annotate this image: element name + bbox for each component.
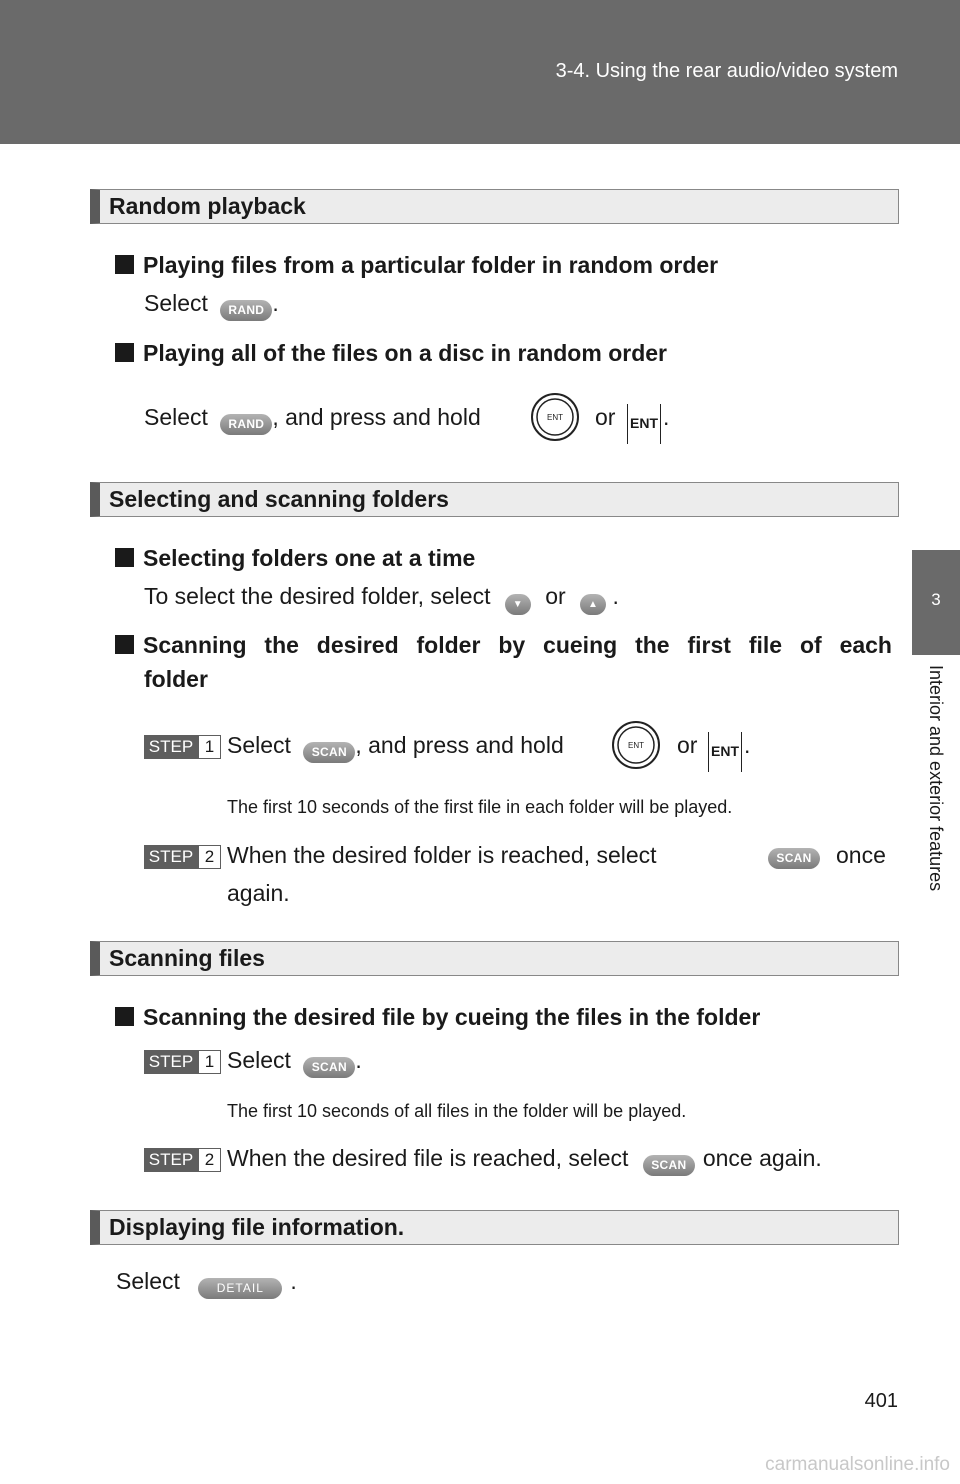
- ent-knob-icon[interactable]: ENT: [530, 392, 580, 442]
- bullet-square-icon: [115, 343, 134, 362]
- scan-button[interactable]: SCAN: [642, 1155, 695, 1176]
- watermark: carmanualsonline.info: [765, 1454, 950, 1475]
- section-title-file-info: Displaying file information.: [90, 1210, 899, 1245]
- subheading-random-disc: Playing all of the files on a disc in ra…: [115, 340, 667, 367]
- section-title-scanning-files: Scanning files: [90, 941, 899, 976]
- or-text: or: [677, 732, 698, 758]
- scan-folder-step1-note: The first 10 seconds of the first file i…: [227, 797, 733, 817]
- header-band: [0, 0, 960, 144]
- folder-down-button[interactable]: ▼: [504, 594, 531, 615]
- scan-files-step1-note: The first 10 seconds of all files in the…: [227, 1101, 687, 1121]
- rand-button[interactable]: RAND: [220, 300, 273, 321]
- select-folder-instruction: To select the desired folder, select ▼ o…: [144, 583, 619, 615]
- random-folder-instruction: Select RAND.: [144, 290, 279, 321]
- page-number: 401: [864, 1390, 898, 1412]
- detail-button[interactable]: DETAIL: [198, 1278, 283, 1299]
- or-text: or: [595, 404, 616, 430]
- scan-folder-step1-text: Select SCAN, and press and hold: [227, 732, 564, 763]
- chapter-tab: 3: [912, 550, 960, 655]
- subheading-scan-folder: Scanning the desired folder by cueing th…: [115, 632, 892, 659]
- rand-button[interactable]: RAND: [220, 414, 273, 435]
- file-info-instruction: Select DETAIL.: [116, 1268, 297, 1299]
- random-disc-instruction: Select RAND, and press and hold: [144, 404, 481, 435]
- scan-button[interactable]: SCAN: [303, 742, 356, 763]
- scan-files-step1-text: Select SCAN.: [227, 1047, 362, 1078]
- subheading-scan-files: Scanning the desired file by cueing the …: [115, 1004, 760, 1031]
- scan-files-step2-text: When the desired file is reached, select…: [227, 1145, 822, 1176]
- bullet-square-icon: [115, 1007, 134, 1026]
- scan-button[interactable]: SCAN: [303, 1057, 356, 1078]
- bullet-square-icon: [115, 255, 134, 274]
- ent-key-icon[interactable]: ENT: [627, 404, 661, 444]
- bullet-square-icon: [115, 635, 134, 654]
- bullet-square-icon: [115, 548, 134, 567]
- step-1-badge: STEP 1: [144, 735, 221, 759]
- ent-key-icon[interactable]: ENT: [708, 732, 742, 772]
- section-title-random-playback: Random playback: [90, 189, 899, 224]
- scan-folder-step2-text: When the desired folder is reached, sele…: [227, 842, 657, 868]
- chapter-number: 3: [931, 590, 941, 609]
- chapter-label-wrap: Interior and exterior features: [924, 665, 946, 945]
- chapter-label: Interior and exterior features: [926, 665, 946, 892]
- svg-text:ENT: ENT: [547, 413, 563, 422]
- step-2-badge: STEP 2: [144, 845, 221, 869]
- subheading-select-folder: Selecting folders one at a time: [115, 545, 475, 572]
- scan-button[interactable]: SCAN: [768, 848, 820, 869]
- step-2-badge: STEP 2: [144, 1148, 221, 1172]
- subheading-random-folder: Playing files from a particular folder i…: [115, 252, 718, 279]
- subheading-scan-folder-cont: folder: [144, 666, 208, 692]
- step-1-badge: STEP 1: [144, 1050, 221, 1074]
- ent-knob-icon[interactable]: ENT: [611, 720, 661, 770]
- section-title-folders: Selecting and scanning folders: [90, 482, 899, 517]
- svg-text:ENT: ENT: [628, 741, 644, 750]
- folder-up-button[interactable]: ▲: [580, 594, 607, 615]
- section-header: 3-4. Using the rear audio/video system: [555, 60, 898, 82]
